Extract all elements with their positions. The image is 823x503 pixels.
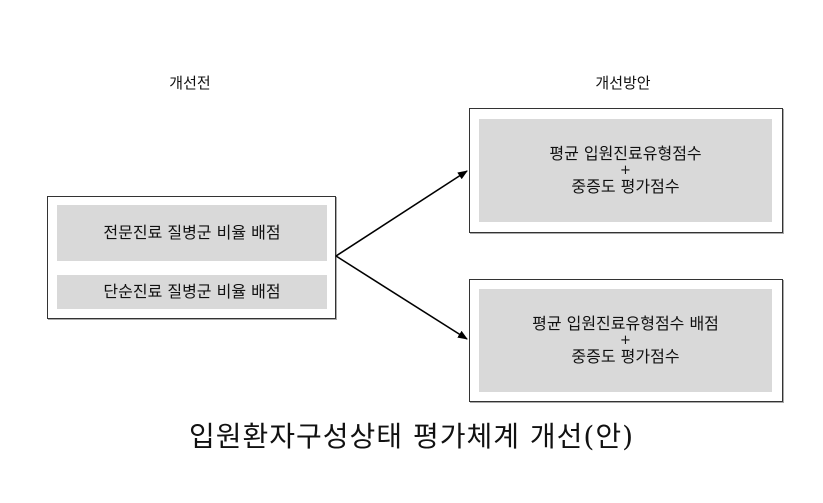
- after-option-1-panel: 평균 입원진료유형점수 + 중증도 평가점수: [479, 119, 772, 222]
- before-box: 전문진료 질병군 비율 배점 단순진료 질병군 비율 배점: [47, 196, 336, 319]
- arrow-to-option-1: [335, 170, 468, 257]
- before-item-specialized: 전문진료 질병군 비율 배점: [57, 205, 327, 261]
- arrow-to-option-2: [335, 255, 468, 340]
- after-option-1-line2: 중증도 평가점수: [571, 177, 680, 196]
- after-option-1-line1: 평균 입원진료유형점수: [549, 144, 702, 163]
- after-option-1-box: 평균 입원진료유형점수 + 중증도 평가점수: [469, 108, 783, 233]
- after-option-1-plus: +: [620, 163, 631, 178]
- after-option-2-line1: 평균 입원진료유형점수 배점: [532, 314, 719, 333]
- diagram-caption: 입원환자구성상태 평가체계 개선(안): [188, 420, 635, 453]
- before-item-simple: 단순진료 질병군 비율 배점: [57, 275, 327, 309]
- after-option-2-box: 평균 입원진료유형점수 배점 + 중증도 평가점수: [469, 279, 783, 402]
- after-option-2-panel: 평균 입원진료유형점수 배점 + 중증도 평가점수: [479, 289, 772, 392]
- after-option-2-line2: 중증도 평가점수: [571, 347, 680, 366]
- after-label: 개선방안: [595, 74, 651, 92]
- before-item-specialized-text: 전문진료 질병군 비율 배점: [103, 223, 281, 242]
- after-option-2-plus: +: [620, 333, 631, 348]
- before-item-simple-text: 단순진료 질병군 비율 배점: [103, 282, 281, 301]
- before-label: 개선전: [169, 74, 211, 92]
